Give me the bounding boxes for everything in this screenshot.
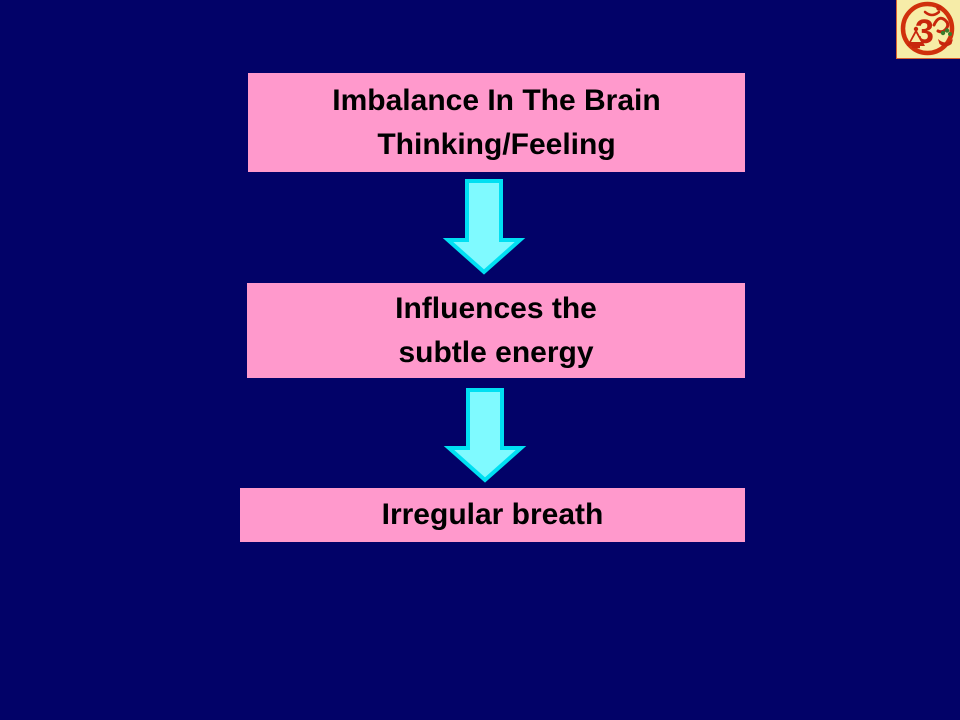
flow-box-line: Thinking/Feeling — [377, 127, 616, 161]
flow-box-line: Irregular breath — [381, 498, 604, 531]
flow-box-line: Imbalance In The Brain — [332, 83, 661, 117]
flow-box-line: Influences the — [395, 291, 597, 325]
flow-box-irregular: Irregular breath — [240, 488, 745, 542]
flow-box-influences: Influences the subtle energy — [247, 283, 745, 378]
down-arrow-shape — [442, 179, 526, 275]
flow-box-line: subtle energy — [398, 335, 594, 369]
down-arrow-1 — [442, 179, 526, 275]
om-emblem-icon: 3 — [900, 1, 955, 56]
down-arrow-2 — [443, 388, 527, 483]
down-arrow-shape — [443, 388, 527, 483]
flow-box-imbalance: Imbalance In The Brain Thinking/Feeling — [248, 73, 745, 172]
om-emblem-logo: 3 — [896, 0, 960, 59]
